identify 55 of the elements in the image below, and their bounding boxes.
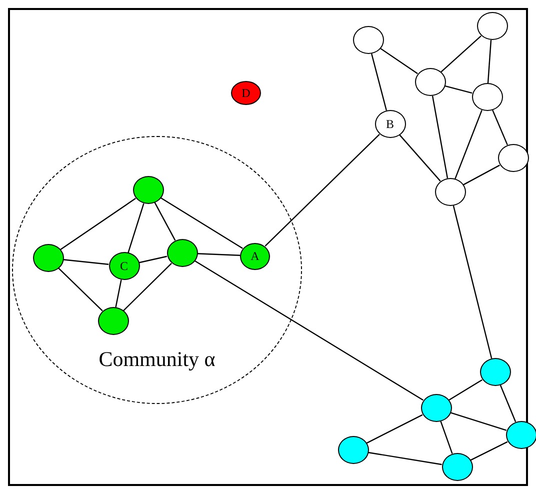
edge-line — [470, 441, 508, 461]
edge-line — [454, 110, 482, 180]
node-circle — [420, 394, 452, 422]
edge-line — [370, 53, 388, 111]
node-circle — [498, 144, 528, 172]
edge-line — [115, 280, 122, 308]
edge-line — [154, 202, 176, 241]
node-circle — [132, 176, 164, 204]
edge-line — [368, 452, 442, 466]
node-label: A — [250, 250, 260, 262]
edge-line — [440, 35, 482, 73]
edge-line — [128, 203, 144, 253]
edge-line — [160, 197, 243, 249]
node-circle — [476, 12, 508, 40]
edge-line — [366, 414, 423, 444]
edge-line — [450, 412, 507, 431]
labeled-node — [374, 110, 406, 138]
node-circle — [434, 178, 466, 206]
edge-line — [463, 164, 500, 186]
node-circle — [480, 358, 510, 386]
node-label: C — [120, 260, 128, 272]
node-circle — [166, 239, 198, 267]
node-circle — [98, 307, 128, 335]
edge-line — [60, 198, 136, 250]
community-label: Community α — [98, 347, 216, 372]
edge-line — [500, 384, 516, 422]
node-circle — [442, 453, 472, 481]
node-circle — [352, 26, 384, 54]
edge-line — [264, 134, 380, 246]
labeled-node — [108, 252, 140, 280]
edge-line — [380, 48, 418, 74]
labeled-node — [231, 81, 261, 105]
edge-line — [432, 96, 448, 178]
edge-line — [63, 259, 109, 265]
node-circle — [338, 436, 368, 464]
labeled-node — [240, 242, 270, 270]
edge-line — [399, 134, 441, 182]
edge-line — [444, 85, 472, 94]
node-label: B — [386, 118, 394, 130]
edge-line — [448, 379, 482, 401]
edge-line — [194, 260, 424, 401]
node-circle — [414, 68, 446, 96]
node-label: D — [242, 87, 250, 99]
edge-line — [487, 40, 492, 84]
node-circle — [472, 83, 502, 111]
edge-line — [492, 110, 508, 146]
node-circle — [32, 244, 64, 272]
edge-line — [123, 262, 172, 312]
community-ellipse — [12, 136, 302, 404]
edge-line — [197, 253, 240, 256]
node-circle — [506, 421, 536, 449]
edge-line — [452, 206, 492, 358]
edge-line — [58, 268, 103, 312]
edge-line — [440, 421, 453, 454]
edge-line — [138, 256, 168, 264]
